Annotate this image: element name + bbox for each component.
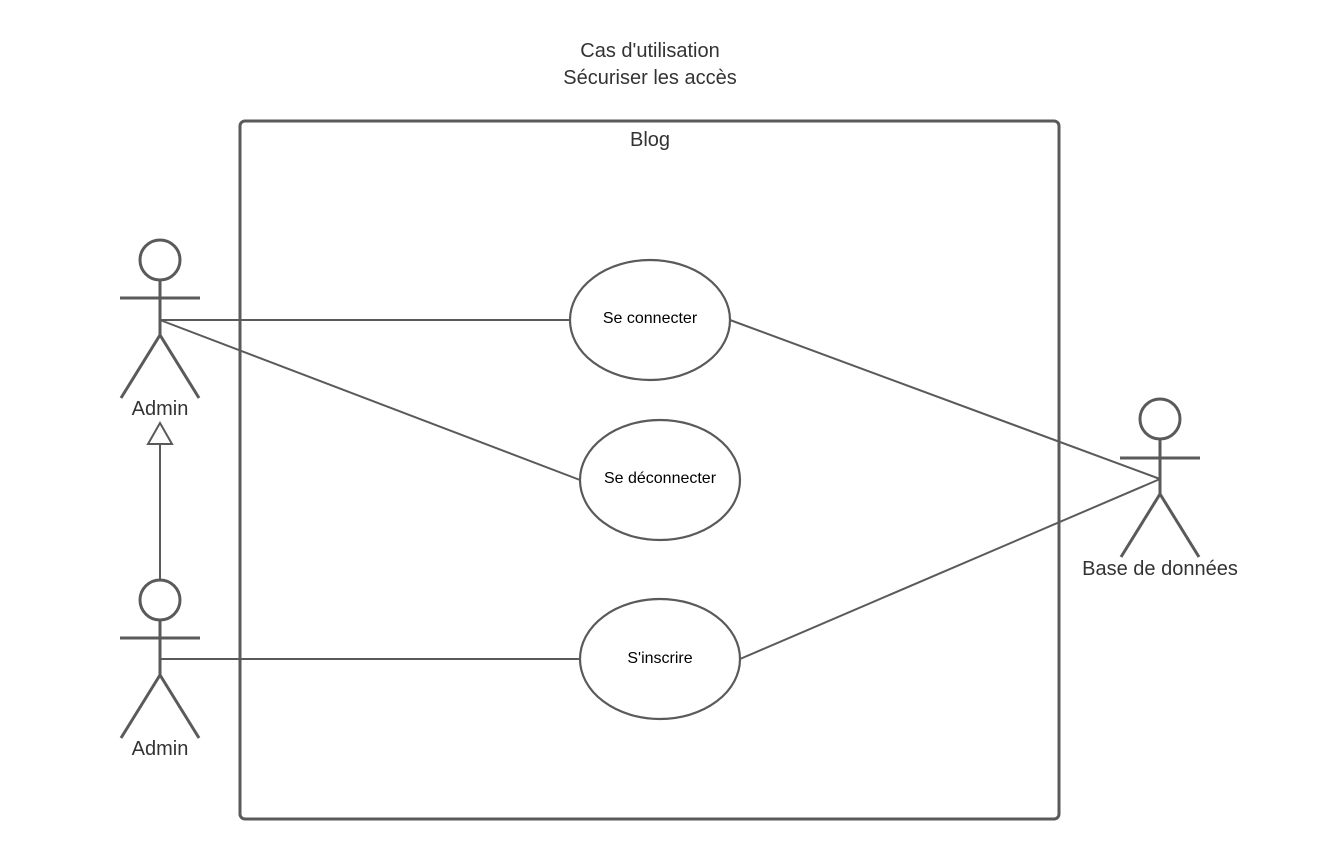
actor-database (1119, 397, 1201, 558)
system-boundary (238, 119, 1061, 821)
diagram-title-line2: Sécuriser les accès (563, 67, 736, 89)
diagram-title-line1: Cas d'utilisation (580, 40, 719, 62)
use-case-register: S'inscrire (578, 597, 742, 721)
association-database-login (729, 319, 1161, 480)
actor-admin-bottom-label: Admin (132, 738, 189, 760)
use-case-login-label: Se connecter (603, 310, 698, 327)
system-label: Blog (630, 129, 670, 151)
use-case-logout: Se déconnecter (578, 418, 742, 542)
generalization-arrow (146, 420, 174, 580)
association-database-register (739, 478, 1161, 660)
actor-admin-top-label: Admin (132, 398, 189, 420)
use-case-logout-label: Se déconnecter (604, 470, 717, 487)
actor-admin-bottom (119, 578, 201, 739)
actor-database-label: Base de données (1082, 558, 1238, 580)
generalization-triangle-icon (146, 420, 174, 445)
association-admin-logout (159, 319, 581, 481)
actor-admin-top (119, 238, 201, 399)
use-case-login: Se connecter (568, 258, 732, 382)
use-case-register-label: S'inscrire (627, 650, 692, 667)
